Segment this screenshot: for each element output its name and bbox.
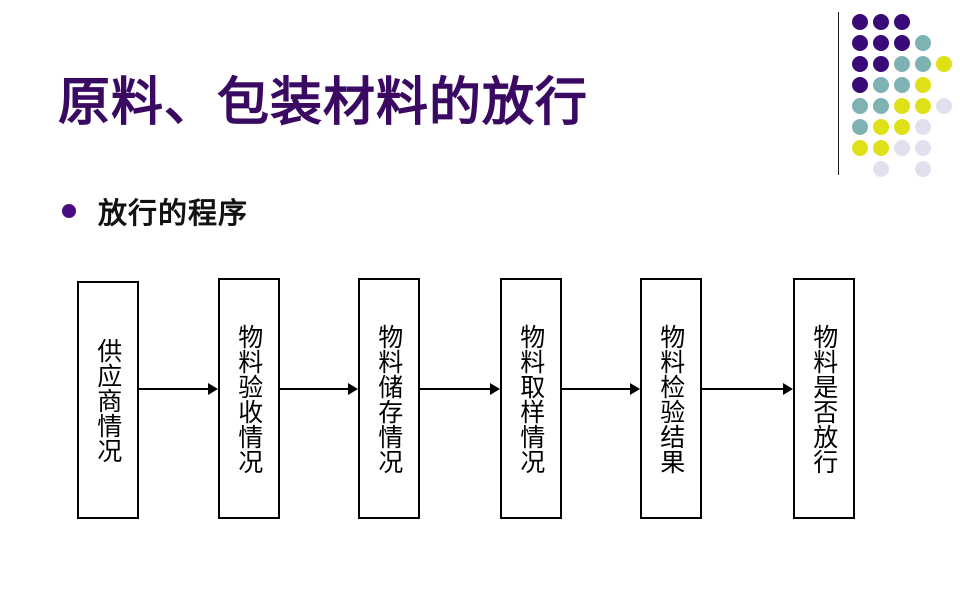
decorative-dot bbox=[873, 56, 889, 72]
decorative-dot bbox=[894, 119, 910, 135]
flow-arrow bbox=[702, 383, 793, 395]
bullet-label: 放行的程序 bbox=[98, 196, 249, 230]
flow-arrow-head-icon bbox=[630, 383, 640, 395]
decorative-dot bbox=[852, 14, 868, 30]
decorative-dot bbox=[873, 140, 889, 156]
flow-arrow-shaft bbox=[420, 388, 491, 390]
decorative-dot bbox=[873, 14, 889, 30]
decorative-dot bbox=[873, 35, 889, 51]
flow-step-label: 物料验收情况 bbox=[234, 323, 264, 474]
decorative-dot bbox=[852, 140, 868, 156]
flow-step-box: 物料是否放行 bbox=[793, 278, 855, 519]
bullet-dot-icon bbox=[62, 204, 76, 218]
flow-arrow-shaft bbox=[139, 388, 209, 390]
decorative-dot bbox=[873, 161, 889, 177]
decorative-dot bbox=[915, 161, 931, 177]
flow-arrow-shaft bbox=[702, 388, 784, 390]
decorative-dot bbox=[936, 56, 952, 72]
decorative-dot bbox=[894, 35, 910, 51]
decorative-dot bbox=[894, 56, 910, 72]
decorative-dot bbox=[915, 77, 931, 93]
vertical-divider bbox=[838, 12, 839, 175]
decorative-dot bbox=[915, 98, 931, 114]
flow-step-box: 物料取样情况 bbox=[500, 278, 562, 519]
flow-arrow bbox=[562, 383, 640, 395]
flow-arrow bbox=[420, 383, 500, 395]
decorative-dot-grid bbox=[852, 14, 960, 177]
decorative-dot bbox=[852, 119, 868, 135]
flow-arrow bbox=[139, 383, 218, 395]
flow-arrow-shaft bbox=[280, 388, 349, 390]
flow-step-box: 物料检验结果 bbox=[640, 278, 702, 519]
decorative-dot bbox=[852, 98, 868, 114]
decorative-dot bbox=[894, 14, 910, 30]
decorative-dot bbox=[894, 140, 910, 156]
flow-step-label: 物料是否放行 bbox=[809, 323, 839, 474]
decorative-dot bbox=[873, 77, 889, 93]
flow-step-label: 物料取样情况 bbox=[516, 323, 546, 474]
flow-arrow-head-icon bbox=[783, 383, 793, 395]
decorative-dot bbox=[915, 140, 931, 156]
flow-step-box: 物料储存情况 bbox=[358, 278, 420, 519]
flow-step-label: 供应商情况 bbox=[93, 337, 123, 463]
flow-arrow bbox=[280, 383, 358, 395]
decorative-dot bbox=[915, 56, 931, 72]
flow-step-box: 物料验收情况 bbox=[218, 278, 280, 519]
decorative-dot bbox=[915, 35, 931, 51]
flow-step-box: 供应商情况 bbox=[77, 281, 139, 519]
decorative-dot bbox=[936, 98, 952, 114]
decorative-dot bbox=[894, 98, 910, 114]
decorative-dot bbox=[873, 119, 889, 135]
decorative-dot bbox=[852, 77, 868, 93]
flow-arrow-head-icon bbox=[490, 383, 500, 395]
decorative-dot bbox=[852, 35, 868, 51]
decorative-dot bbox=[852, 56, 868, 72]
flow-arrow-head-icon bbox=[208, 383, 218, 395]
flow-step-label: 物料储存情况 bbox=[374, 323, 404, 474]
flow-step-label: 物料检验结果 bbox=[656, 323, 686, 474]
flow-arrow-head-icon bbox=[348, 383, 358, 395]
decorative-dot bbox=[873, 98, 889, 114]
bullet-row: 放行的程序 bbox=[62, 190, 248, 232]
page-title: 原料、包装材料的放行 bbox=[58, 73, 589, 133]
flow-arrow-shaft bbox=[562, 388, 631, 390]
decorative-dot bbox=[915, 119, 931, 135]
decorative-dot bbox=[894, 77, 910, 93]
